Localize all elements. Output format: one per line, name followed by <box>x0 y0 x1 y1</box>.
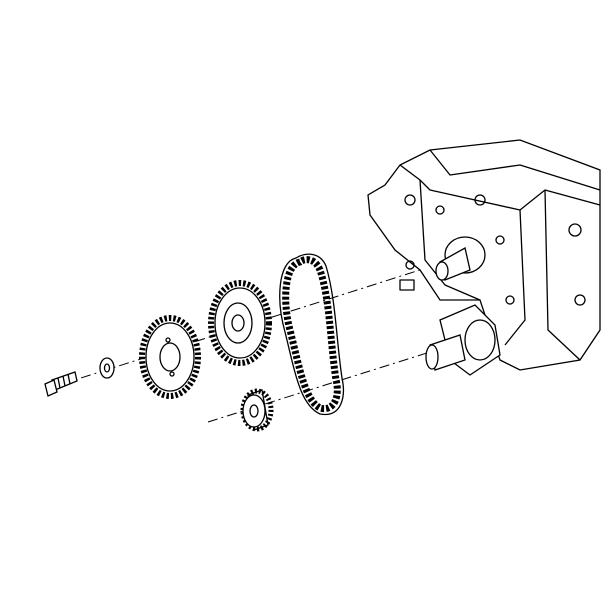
camshaft-sprocket-icon <box>139 315 201 399</box>
crankshaft-axis-line <box>207 351 431 423</box>
bolt-icon <box>44 371 78 397</box>
washer-icon <box>99 357 115 379</box>
timing-chain-icon <box>279 253 344 415</box>
camshaft-gear-icon <box>208 280 272 366</box>
crankshaft-sprocket-icon <box>240 388 274 432</box>
engine-block-icon <box>367 139 601 376</box>
